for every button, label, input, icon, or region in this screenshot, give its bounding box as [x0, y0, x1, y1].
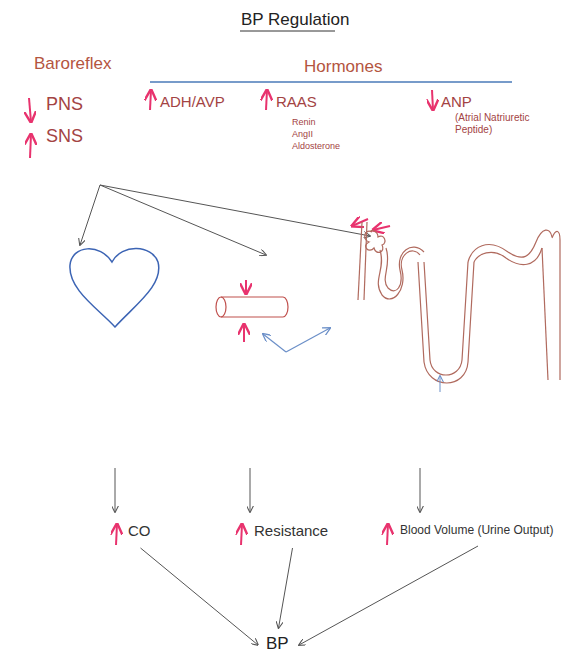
- text-label: RAAS: [276, 93, 317, 110]
- nephron-drawing: [358, 222, 560, 383]
- connector-arrow: [299, 546, 478, 645]
- level-arrows: [29, 90, 433, 545]
- node-item: PNS: [46, 94, 114, 115]
- node-heading: Resistance: [254, 522, 331, 539]
- title-underline: [240, 31, 335, 32]
- node-heading: Baroreflex: [34, 54, 114, 74]
- connector-arrow: [141, 548, 259, 645]
- outcome-label: BP: [262, 632, 295, 658]
- text-label: Renin: [292, 117, 316, 127]
- text-label: Aldosterone: [292, 141, 340, 151]
- feedback-arrows: [263, 328, 330, 352]
- text-label: Hormones: [304, 57, 382, 77]
- node-heading: CO: [128, 522, 153, 539]
- effect-label: Resistance: [250, 520, 335, 544]
- heart-drawing: [70, 248, 159, 327]
- effect-label: Blood Volume (Urine Output): [396, 522, 560, 542]
- node-heading: Blood Volume (Urine Output): [400, 524, 556, 538]
- effect-label: CO: [124, 520, 157, 544]
- hormones-underline: [150, 81, 512, 83]
- text-label: (Atrial Natriuretic Peptide): [455, 112, 555, 135]
- text-label: ADH/AVP: [160, 93, 225, 110]
- node-heading: BP: [266, 634, 291, 654]
- sns-arrows: [80, 185, 370, 255]
- text-label: ANP: [441, 93, 472, 110]
- small-arrow: [440, 376, 441, 392]
- baroreflex-group: BaroreflexPNS SNS: [30, 52, 118, 151]
- node-item: SNS: [46, 126, 114, 147]
- diagram-title: BP Regulation: [241, 10, 349, 30]
- down-arrows: [115, 468, 420, 512]
- text-label: AngII: [292, 129, 313, 139]
- connector-arrow: [279, 548, 293, 628]
- vessel-drawing: [216, 297, 288, 317]
